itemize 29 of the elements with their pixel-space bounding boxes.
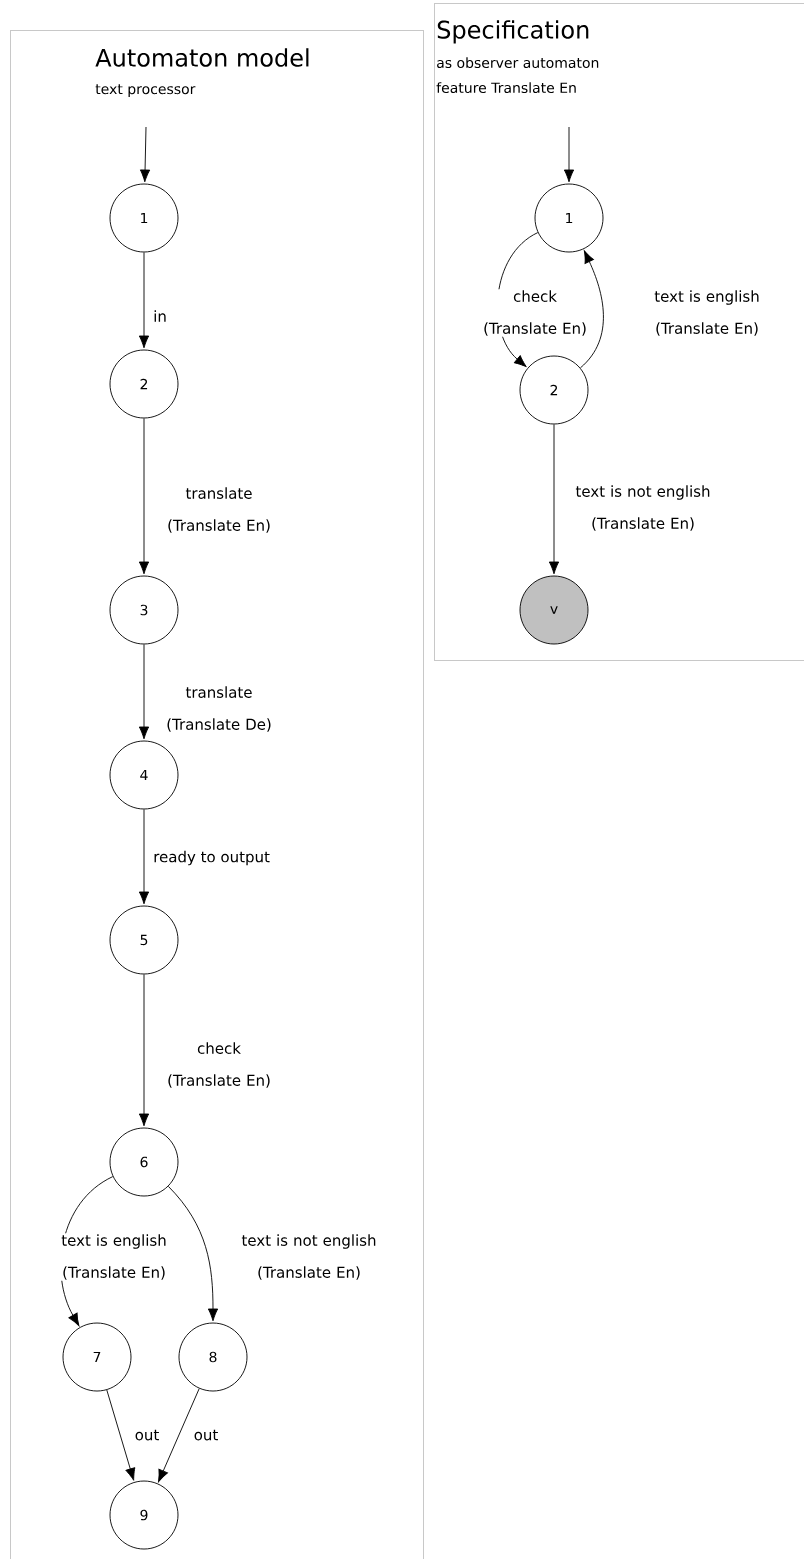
edge-label: check (Translate En) (159, 1041, 279, 1089)
arrow (158, 1388, 200, 1483)
edge-label: translate (Translate De) (159, 685, 279, 733)
edge-label: check (Translate En) (478, 289, 592, 337)
arrow (138, 418, 150, 575)
edge-label: text is english (Translate En) (54, 1233, 174, 1281)
arrow (138, 809, 150, 905)
edge-label: text is not english (Translate En) (234, 1233, 384, 1281)
edge-label: ready to output (152, 849, 271, 867)
arrow (106, 1389, 136, 1481)
arrow (139, 126, 151, 183)
arrow (548, 424, 560, 575)
edge-label: text is english (Translate En) (647, 289, 767, 337)
arrow (167, 1185, 219, 1322)
arrow (579, 250, 604, 369)
edge-label: out (192, 1428, 220, 1442)
edge-label: out (133, 1428, 161, 1442)
panel-title: Automaton model (95, 48, 309, 67)
arrow (138, 252, 150, 349)
panel-subtitle: feature Translate En (436, 82, 576, 94)
edge-label: translate (Translate En) (159, 486, 279, 534)
panel-subtitle: text processor (95, 84, 196, 97)
arrow (138, 644, 150, 740)
edge-label: in (152, 309, 168, 323)
panel-title: Specification (437, 20, 589, 44)
arrow (563, 126, 575, 183)
panel-subtitle: as observer automaton (437, 57, 599, 69)
edge-label: text is not english (Translate En) (568, 484, 718, 532)
arrow (138, 974, 150, 1127)
